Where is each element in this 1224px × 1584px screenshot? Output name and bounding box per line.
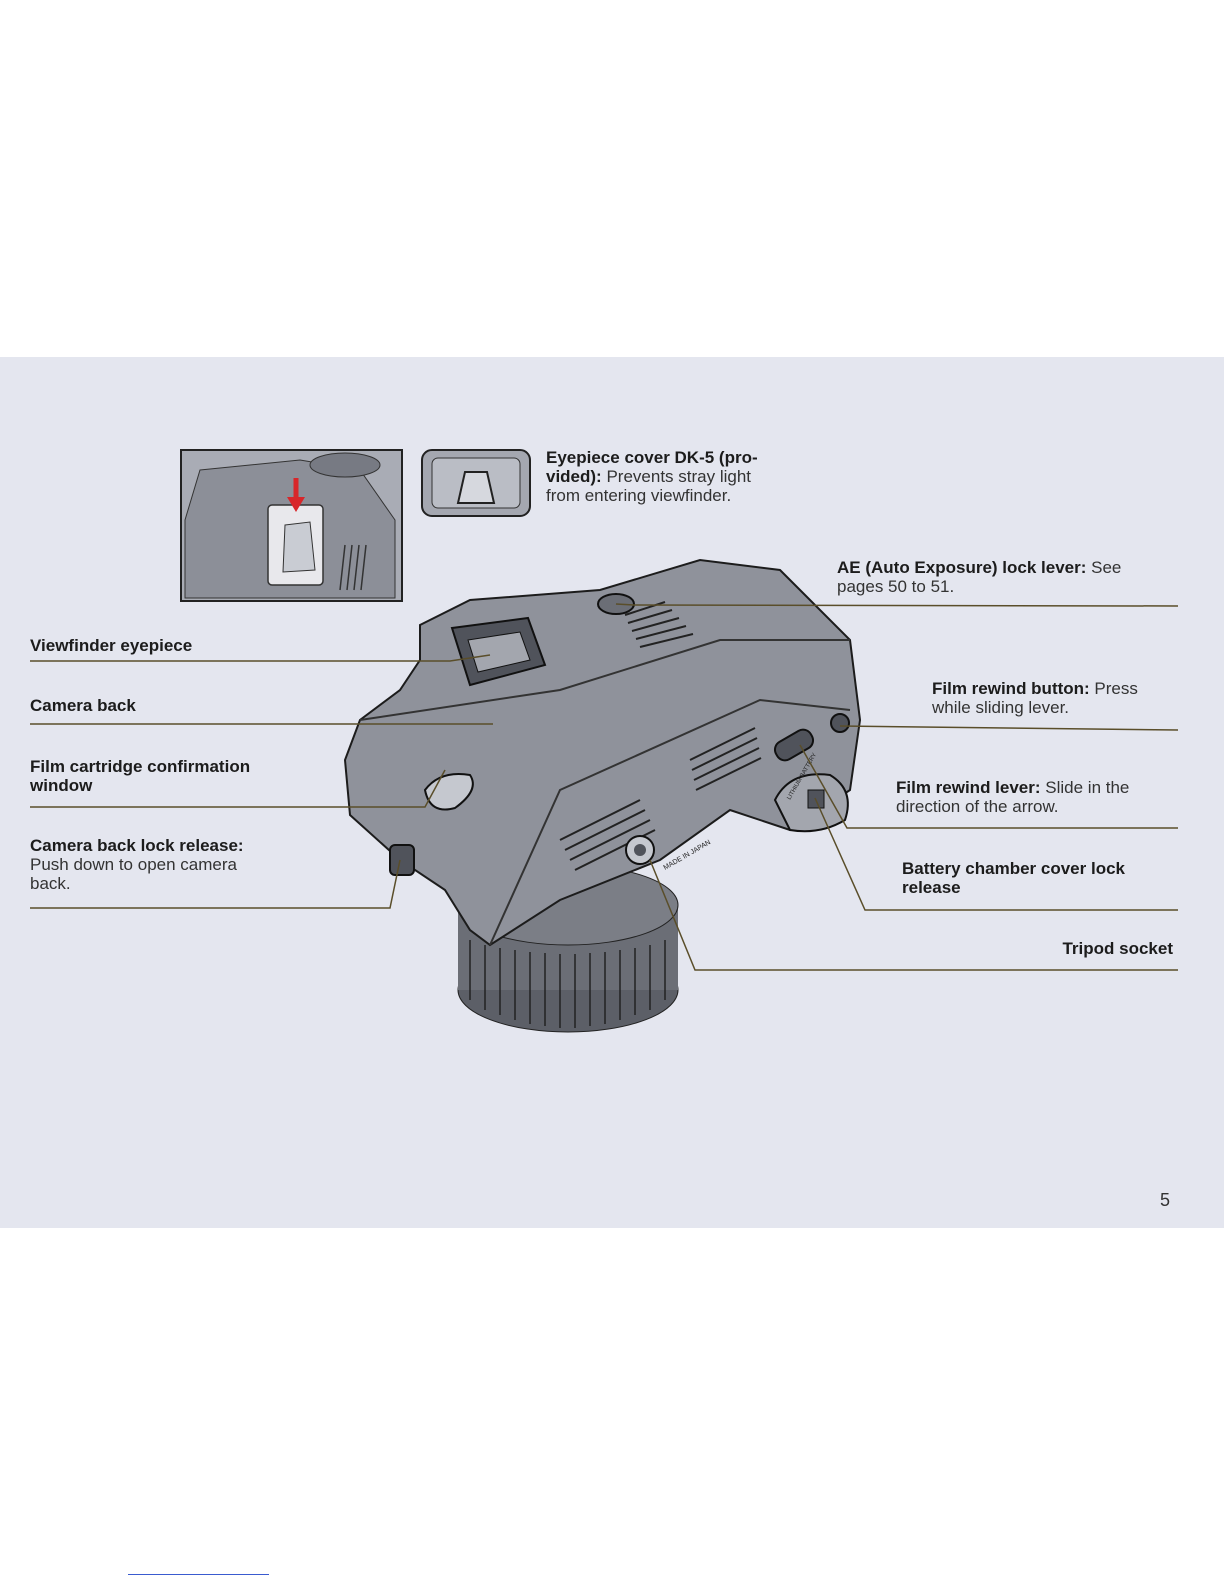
film-rewind-button-label: Film rewind button: xyxy=(932,679,1090,698)
film-rewind-lever-desc-cont: direction of the arrow. xyxy=(896,797,1186,816)
eyepiece-cover-desc-cont: from entering viewfinder. xyxy=(546,486,826,505)
footer-rule xyxy=(128,1574,269,1575)
eyepiece-cover-desc: Prevents stray light xyxy=(602,467,751,486)
callout-camera-back: Camera back xyxy=(30,696,136,715)
callout-tripod-socket: Tripod socket xyxy=(982,939,1173,958)
back-lock-desc-cont: back. xyxy=(30,874,244,893)
film-rewind-lever-label: Film rewind lever: xyxy=(896,778,1041,797)
eyepiece-cover-label-cont: vided): xyxy=(546,467,602,486)
inset-illustration xyxy=(181,450,402,601)
back-lock-desc: Push down to open camera xyxy=(30,855,244,874)
callout-viewfinder-eyepiece: Viewfinder eyepiece xyxy=(30,636,192,655)
film-rewind-button-desc: Press xyxy=(1090,679,1138,698)
camera-body: MADE IN JAPAN LITHIUM BATTERY xyxy=(345,560,860,1032)
callout-ae-lock-lever: AE (Auto Exposure) lock lever: See pages… xyxy=(837,558,1182,596)
film-rewind-lever-desc: Slide in the xyxy=(1041,778,1130,797)
ae-lock-label: AE (Auto Exposure) lock lever: xyxy=(837,558,1086,577)
film-rewind-button-desc-cont: while sliding lever. xyxy=(932,698,1182,717)
eyepiece-cover-drawing xyxy=(422,450,530,516)
film-cartridge-label: Film cartridge confirmation xyxy=(30,757,250,776)
eyepiece-cover-label: Eyepiece cover DK-5 (pro- xyxy=(546,448,758,467)
callout-film-cartridge-window: Film cartridge confirmation window xyxy=(30,757,250,795)
callout-back-lock-release: Camera back lock release: Push down to o… xyxy=(30,836,244,893)
viewfinder-eyepiece-label: Viewfinder eyepiece xyxy=(30,636,192,655)
battery-cover-label: Battery chamber cover lock xyxy=(902,859,1182,878)
film-cartridge-label-cont: window xyxy=(30,776,250,795)
ae-lock-desc-cont: pages 50 to 51. xyxy=(837,577,1182,596)
back-lock-label: Camera back lock release: xyxy=(30,836,244,855)
callout-battery-cover-release: Battery chamber cover lock release xyxy=(902,859,1182,897)
camera-back-label: Camera back xyxy=(30,696,136,715)
tripod-socket-label: Tripod socket xyxy=(982,939,1173,958)
callout-film-rewind-button: Film rewind button: Press while sliding … xyxy=(932,679,1182,717)
callout-eyepiece-cover: Eyepiece cover DK-5 (pro- vided): Preven… xyxy=(546,448,826,505)
callout-film-rewind-lever: Film rewind lever: Slide in the directio… xyxy=(896,778,1186,816)
ae-lock-desc: See xyxy=(1086,558,1121,577)
battery-cover-label-cont: release xyxy=(902,878,1182,897)
page-number: 5 xyxy=(1160,1190,1170,1211)
